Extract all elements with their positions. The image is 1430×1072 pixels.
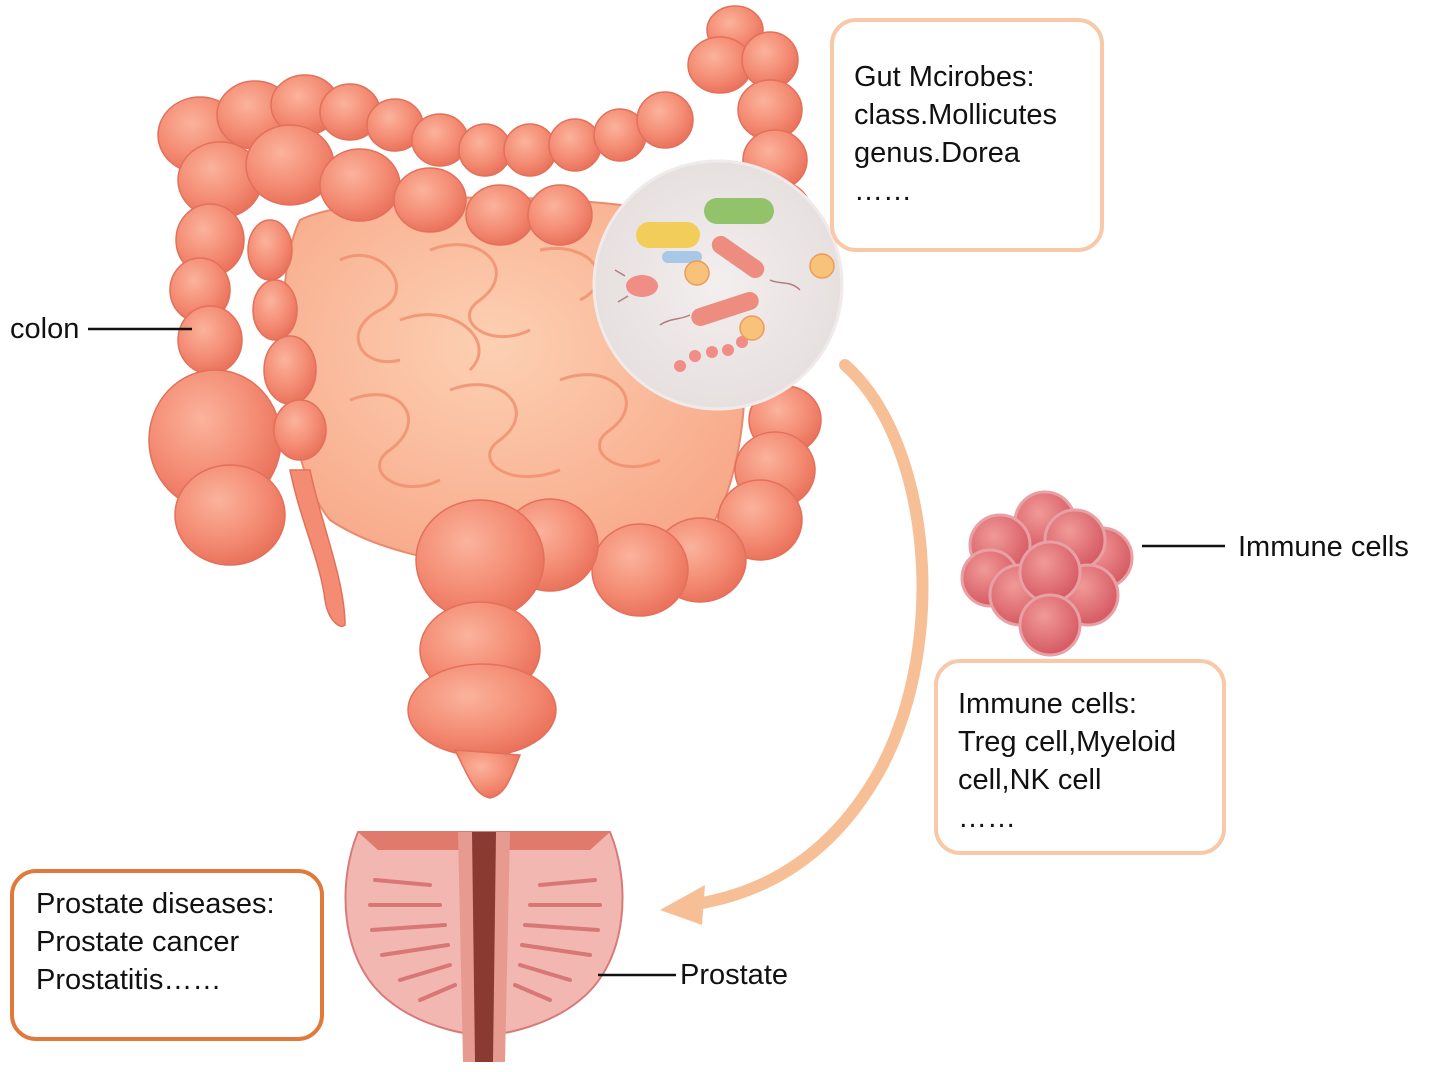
prostate-illustration	[344, 831, 624, 1062]
prostate-box-line: Prostate cancer	[36, 926, 240, 958]
gut-box-line: class.Mollicutes	[854, 99, 1058, 131]
immune-box-line: cell,NK cell	[958, 764, 1102, 796]
gut-box-line: genus.Dorea	[854, 137, 1021, 169]
gut-microbes-box: Gut Mcirobes: class.Mollicutes genus.Dor…	[830, 18, 1104, 252]
immune-box-title: Immune cells:	[958, 688, 1137, 720]
microbes-magnifier	[592, 159, 844, 411]
immune-cells-box: Immune cells: Treg cell,Myeloid cell,NK …	[934, 659, 1226, 855]
immune-cells-label: Immune cells	[1238, 531, 1409, 563]
prostate-box-title: Prostate diseases:	[36, 888, 275, 920]
gut-box-line: ……	[854, 175, 912, 207]
prostate-diseases-box: Prostate diseases: Prostate cancer Prost…	[10, 869, 324, 1041]
intestines-illustration	[148, 5, 822, 799]
colon-label: colon	[10, 313, 80, 345]
prostate-box-line: Prostatitis……	[36, 964, 222, 996]
immune-box-line: Treg cell,Myeloid	[958, 726, 1177, 758]
immune-cells-cluster	[960, 490, 1134, 657]
immune-box-line: ……	[958, 802, 1016, 834]
gut-box-title: Gut Mcirobes:	[854, 61, 1035, 93]
gut-to-prostate-arrow	[660, 359, 929, 925]
prostate-label: Prostate	[680, 959, 788, 991]
